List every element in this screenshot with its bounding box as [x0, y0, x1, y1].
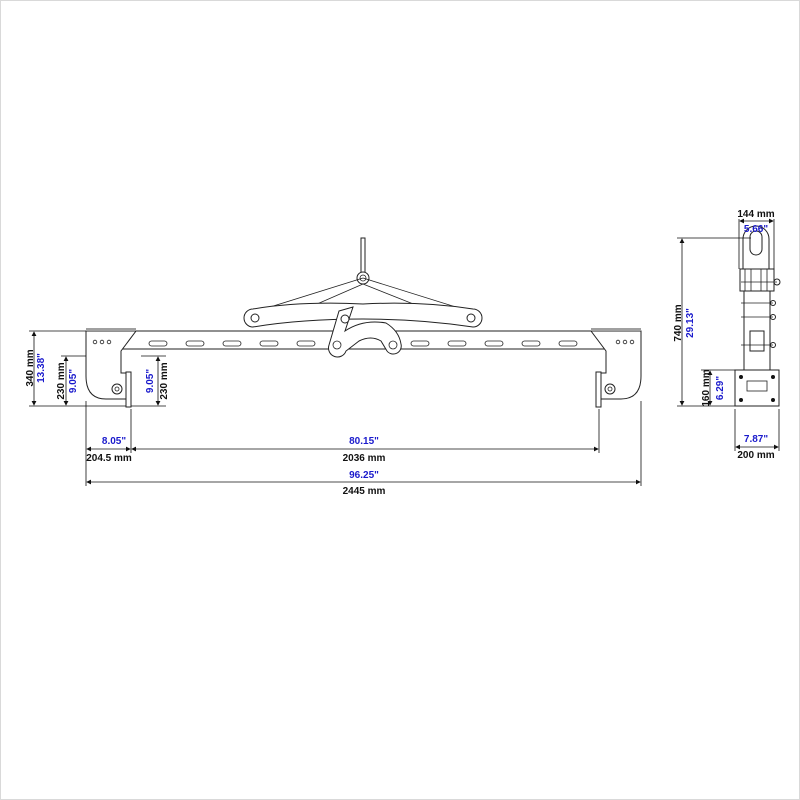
- total-height-in: 13.38": [36, 353, 47, 383]
- spreader-bar: [243, 302, 483, 328]
- right-pad-height-mm: 230 mm: [159, 362, 170, 399]
- base-width-mm: 200 mm: [737, 450, 774, 461]
- left-end-bracket: [85, 330, 137, 400]
- left-pad: [125, 371, 132, 408]
- overall-length-in: 96.25": [349, 470, 379, 481]
- right-end-bracket: [590, 330, 642, 400]
- base-height-in: 6.29": [715, 376, 726, 400]
- top-width-in: 5.66": [744, 224, 768, 235]
- front-dimensions: 340 mm 13.38" 230 mm 9.05" 9.05" 230 mm …: [25, 330, 642, 497]
- beam-slots: [148, 340, 578, 347]
- end-offset-in: 8.05": [102, 436, 126, 447]
- overall-height-mm: 740 mm: [673, 304, 684, 341]
- front-view: [85, 237, 642, 408]
- overall-height-in: 29.13": [685, 308, 696, 338]
- end-offset-mm: 204.5 mm: [86, 453, 132, 464]
- total-height-mm: 340 mm: [25, 349, 36, 386]
- side-view: [734, 225, 781, 407]
- right-pad: [595, 371, 602, 408]
- base-width-in: 7.87": [744, 434, 768, 445]
- pad-span-mm: 2036 mm: [343, 453, 386, 464]
- left-pad-height-mm: 230 mm: [56, 362, 67, 399]
- lifting-rod: [360, 237, 366, 275]
- base-height-mm: 160 mm: [701, 369, 712, 406]
- linkage-arms: [250, 277, 476, 314]
- pad-span-in: 80.15": [349, 436, 379, 447]
- side-dimensions: 144 mm 5.66" 740 mm 29.13" 160 mm 6.29" …: [673, 209, 780, 461]
- left-pad-height-in: 9.05": [68, 369, 79, 393]
- top-width-mm: 144 mm: [737, 209, 774, 220]
- right-pad-height-in: 9.05": [145, 369, 156, 393]
- overall-length-mm: 2445 mm: [343, 486, 386, 497]
